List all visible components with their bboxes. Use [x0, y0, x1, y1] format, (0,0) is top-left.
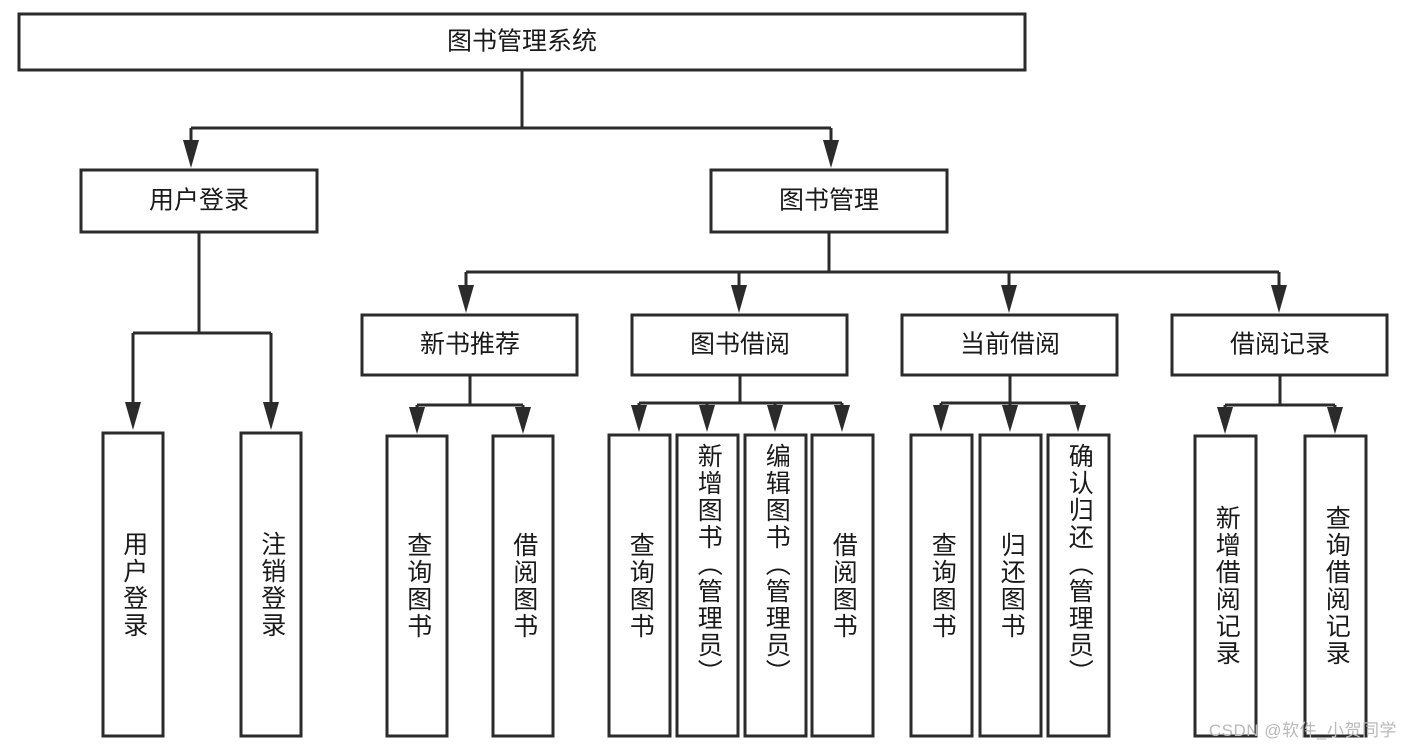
- leaf-box-new-book-1[interactable]: [491, 434, 555, 738]
- arrow-head-icon: [1002, 405, 1018, 432]
- arrow-head-icon: [631, 405, 647, 432]
- watermark: CSDN @软件_小贺同学: [1208, 721, 1397, 740]
- arrow-head-icon: [1001, 285, 1017, 313]
- node-new-book-recommendation[interactable]: 新书推荐: [360, 313, 579, 377]
- leaf-box-current-borrow-1[interactable]: [978, 433, 1043, 738]
- leaf-box-borrow-record-0[interactable]: [1193, 434, 1258, 738]
- node-current-borrow[interactable]: 当前借阅: [900, 313, 1119, 377]
- arrow-head-icon: [263, 402, 279, 430]
- leaf-box-new-book-0[interactable]: [385, 434, 449, 738]
- leaf-box-book-borrow-3[interactable]: [810, 433, 875, 738]
- arrow-head-icon: [183, 140, 199, 168]
- node-book-borrow-label: 图书借阅: [690, 331, 790, 359]
- arrow-head-icon: [1070, 405, 1086, 432]
- node-root[interactable]: 图书管理系统: [17, 12, 1027, 72]
- arrow-head-icon: [731, 285, 747, 313]
- arrow-head-icon: [767, 405, 783, 432]
- node-root-label: 图书管理系统: [447, 28, 597, 56]
- node-current-borrow-label: 当前借阅: [960, 331, 1060, 359]
- leaf-box-book-borrow-1[interactable]: [675, 433, 740, 738]
- arrow-head-icon: [1217, 407, 1233, 434]
- leaf-box-borrow-record-1[interactable]: [1303, 434, 1368, 738]
- node-current-borrow-box[interactable]: [900, 313, 1119, 377]
- edge-new-book-recommendation-to-leaves: [409, 375, 531, 434]
- node-user-login-box[interactable]: [79, 168, 319, 234]
- node-user-login-label: 用户登录: [149, 187, 249, 215]
- node-user-login[interactable]: 用户登录: [79, 168, 319, 234]
- edge-root-to-level2: [183, 70, 839, 168]
- arrow-head-icon: [933, 405, 949, 432]
- node-new-book-recommendation-label: 新书推荐: [420, 331, 520, 359]
- arrow-head-icon: [823, 140, 839, 168]
- arrow-head-icon: [1271, 285, 1287, 313]
- leaf-box-user-login-0[interactable]: [101, 431, 165, 738]
- leaf-box-book-borrow-2[interactable]: [743, 433, 808, 738]
- leaf-box-book-borrow-0[interactable]: [607, 433, 672, 738]
- edge-book-borrow-to-leaves: [631, 375, 850, 432]
- edge-user-login-to-leaves: [125, 232, 279, 430]
- arrow-head-icon: [125, 402, 141, 430]
- leaf-box-current-borrow-0[interactable]: [909, 433, 974, 738]
- node-root-box[interactable]: [17, 12, 1027, 72]
- arrow-head-icon: [409, 407, 425, 434]
- node-book-management[interactable]: 图书管理: [709, 168, 949, 234]
- edge-book-management-to-level3: [458, 232, 1287, 313]
- leaf-box-current-borrow-2[interactable]: [1046, 433, 1111, 738]
- arrow-head-icon: [1327, 407, 1343, 434]
- node-book-management-label: 图书管理: [779, 187, 879, 215]
- node-new-book-recommendation-box[interactable]: [360, 313, 579, 377]
- node-book-borrow[interactable]: 图书借阅: [630, 313, 849, 377]
- arrow-head-icon: [834, 405, 850, 432]
- leaf-box-user-login-1[interactable]: [239, 431, 303, 738]
- node-borrow-record-label: 借阅记录: [1230, 331, 1330, 359]
- edge-current-borrow-to-leaves: [933, 375, 1086, 432]
- arrow-head-icon: [515, 407, 531, 434]
- arrow-head-icon: [699, 405, 715, 432]
- node-borrow-record[interactable]: 借阅记录: [1170, 313, 1389, 377]
- edge-borrow-record-to-leaves: [1217, 375, 1343, 434]
- arrow-head-icon: [458, 285, 474, 313]
